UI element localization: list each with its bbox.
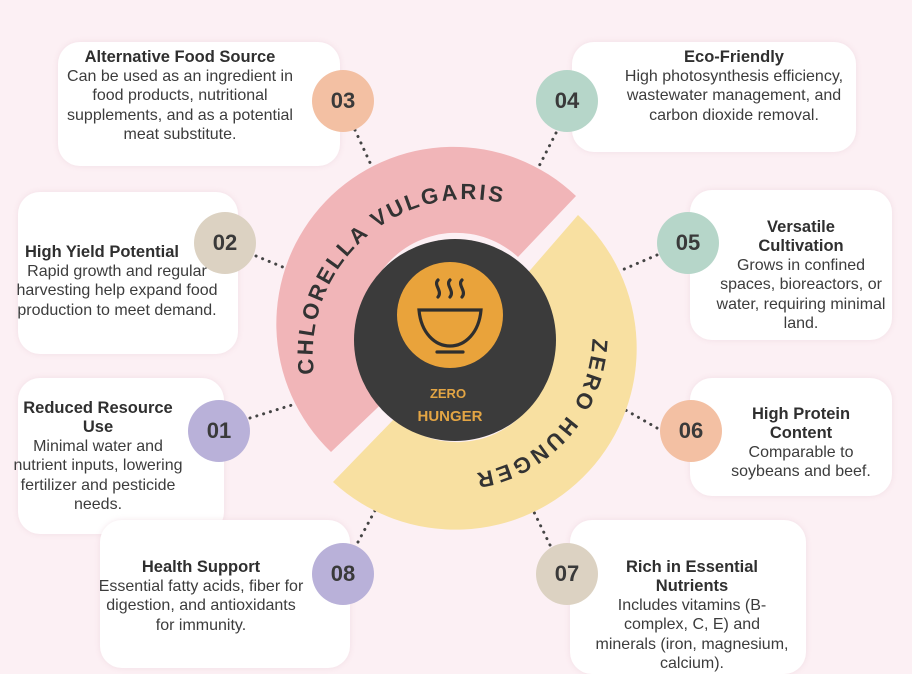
item-06-desc: Comparable to soybeans and beef. (731, 444, 871, 481)
connector-02 (254, 254, 292, 272)
item-03-desc: Can be used as an ingredient in food pro… (67, 68, 293, 143)
connector-06 (620, 406, 659, 430)
card-06 (690, 378, 892, 496)
badge-line1: ZERO (430, 386, 466, 401)
item-07-title: Rich in Essential Nutrients (625, 558, 759, 595)
item-01: Reduced Resource Use Minimal water and n… (8, 399, 188, 514)
item-01-desc: Minimal water and nutrient inputs, lower… (13, 438, 183, 513)
item-04-title: Eco-Friendly (684, 48, 784, 66)
item-03: Alternative Food Source Can be used as a… (58, 48, 302, 144)
connector-08 (356, 503, 380, 544)
card-07 (570, 520, 806, 674)
number-badge-06: 06 (660, 400, 722, 462)
bowl-circle (397, 262, 503, 368)
item-01-title: Reduced Resource Use (23, 399, 173, 436)
number-badge-08: 08 (312, 543, 374, 605)
item-06-title: High Protein Content (751, 405, 851, 442)
item-08-title: Health Support (141, 558, 261, 576)
item-04-desc: High photosynthesis efficiency, wastewat… (624, 68, 844, 124)
number-badge-04: 04 (536, 70, 598, 132)
pink-band (276, 146, 576, 452)
item-05-desc: Grows in confined spaces, bioreactors, o… (716, 257, 886, 332)
item-08-desc: Essential fatty acids, fiber for digesti… (98, 578, 304, 634)
number-badge-03: 03 (312, 70, 374, 132)
bowl-icon (417, 278, 483, 354)
item-02-desc: Rapid growth and regular harvesting help… (16, 263, 218, 319)
badge-line2: HUNGER (417, 408, 482, 425)
item-03-title: Alternative Food Source (84, 48, 276, 66)
card-01 (18, 378, 224, 534)
item-05: Versatile Cultivation Grows in confined … (712, 218, 890, 333)
card-04 (572, 42, 856, 152)
connector-05 (620, 253, 659, 272)
item-02: High Yield Potential Rapid growth and re… (4, 243, 230, 320)
number-badge-01: 01 (188, 400, 250, 462)
card-03 (58, 42, 340, 166)
number-badge-05: 05 (657, 212, 719, 274)
connector-01 (248, 403, 294, 420)
item-02-title: High Yield Potential (24, 243, 180, 261)
item-08: Health Support Essential fatty acids, fi… (96, 558, 306, 635)
connector-03 (353, 128, 380, 182)
item-07-desc: Includes vitamins (B-complex, C, E) and … (595, 597, 789, 672)
item-06: High Protein Content Comparable to soybe… (708, 405, 894, 482)
item-04: Eco-Friendly High photosynthesis efficie… (614, 48, 854, 125)
card-08 (100, 520, 350, 668)
yellow-band (333, 215, 637, 530)
card-05 (690, 190, 892, 340)
number-badge-07: 07 (536, 543, 598, 605)
connector-07 (530, 506, 552, 547)
item-07: Rich in Essential Nutrients Includes vit… (594, 558, 790, 673)
card-02 (18, 192, 238, 354)
number-badge-02: 02 (194, 212, 256, 274)
item-05-title: Versatile Cultivation (758, 218, 844, 255)
